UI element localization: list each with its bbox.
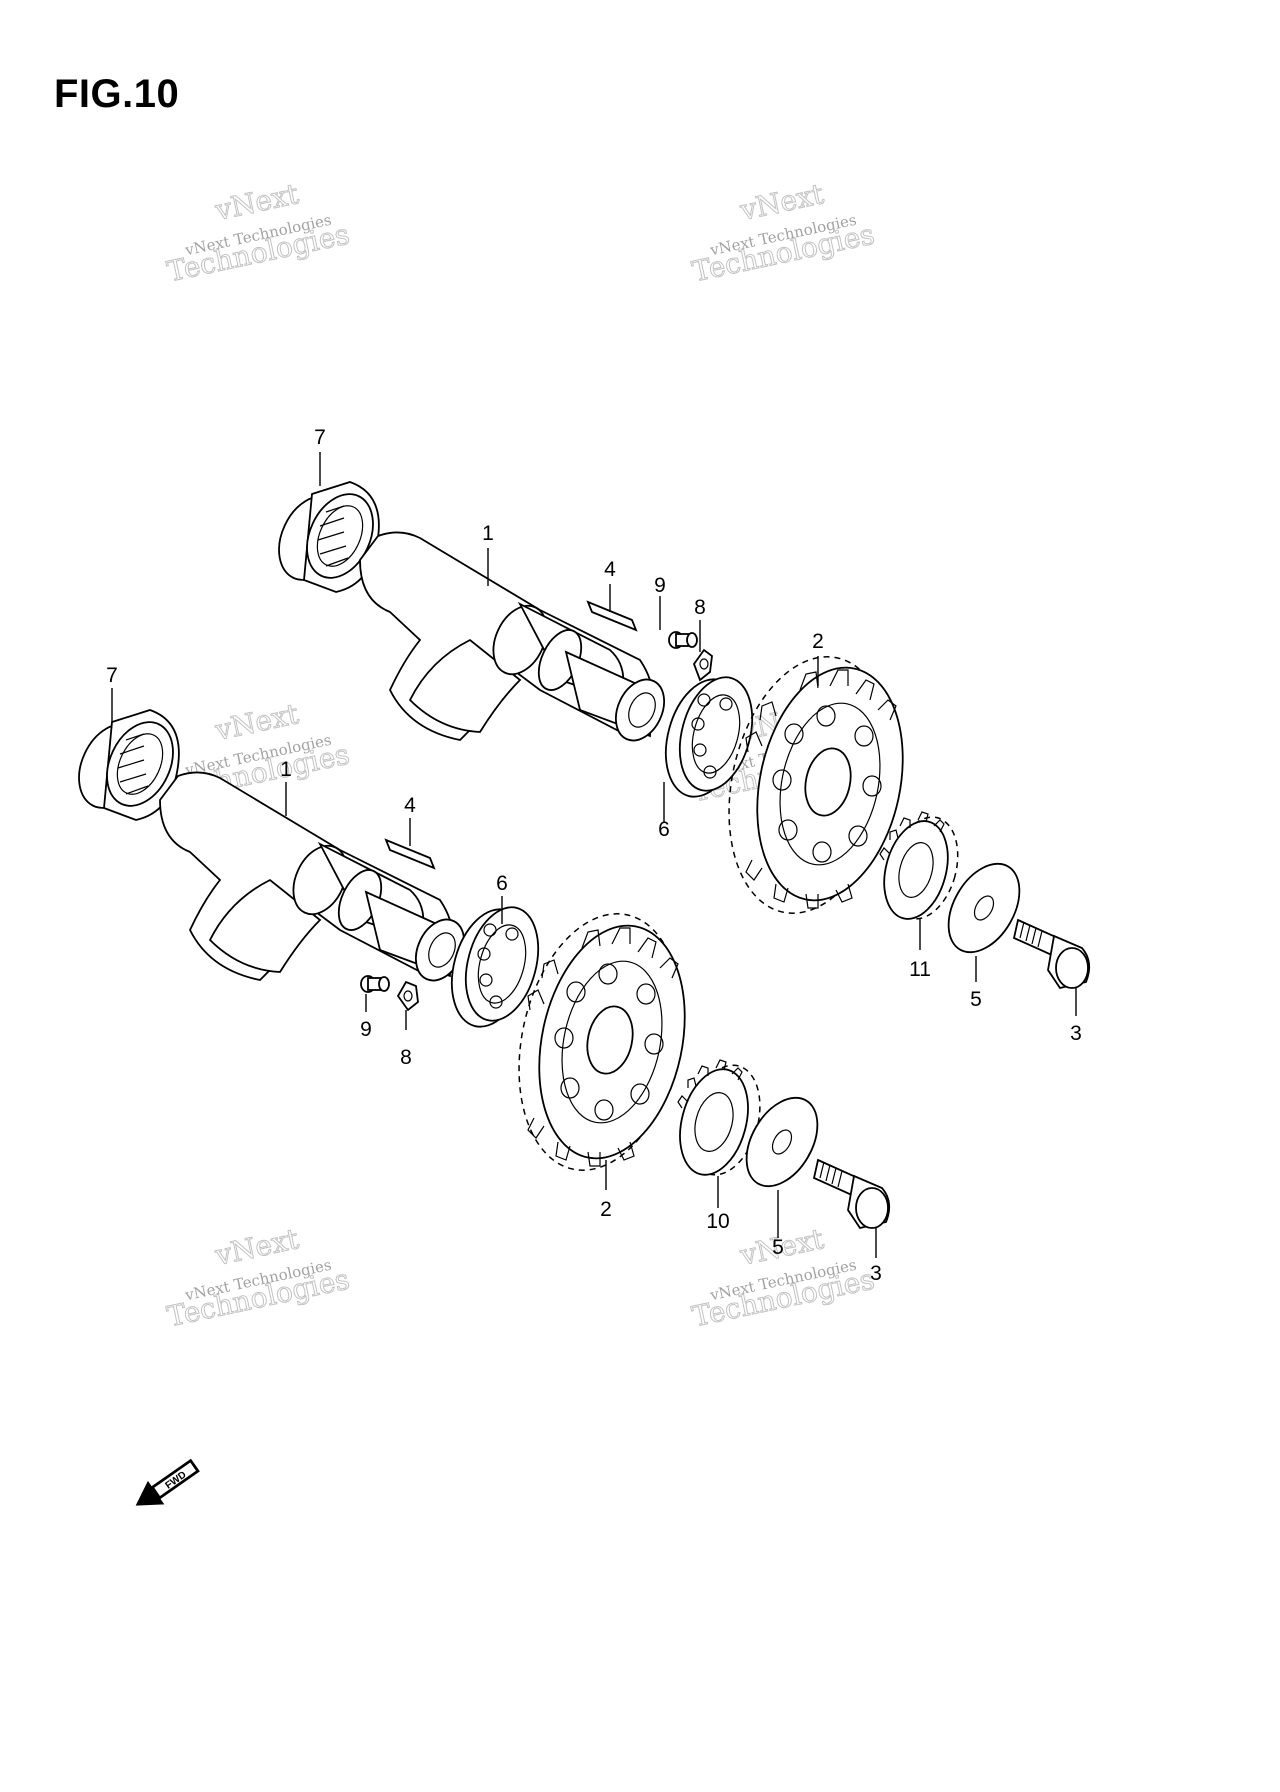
callout-5-upper: 5	[970, 988, 982, 1011]
callout-11-upper: 11	[909, 958, 931, 981]
balancer-shaft-lower	[159, 771, 465, 982]
callout-3-upper: 3	[1070, 1022, 1082, 1045]
key-upper	[586, 600, 638, 632]
callout-2-lower: 2	[600, 1198, 612, 1221]
watermark-bottom-left: vNext vNext Technologies Technologies	[164, 1222, 353, 1334]
screw-lower	[360, 975, 390, 993]
callout-6-lower: 6	[496, 872, 508, 895]
ball-bearing-lower	[451, 906, 540, 1028]
figure-title: FIG.10	[54, 72, 180, 116]
washer-lower	[745, 1096, 819, 1188]
callout-1-lower: 1	[280, 758, 292, 781]
callout-7-lower: 7	[106, 664, 118, 687]
ball-bearing-upper	[665, 676, 754, 798]
washer-upper	[947, 862, 1021, 954]
upper-assembly: 7 1 4 9 8 2 6 11 5 3	[278, 426, 1091, 1045]
callout-5-lower: 5	[772, 1236, 784, 1259]
screw-upper	[668, 631, 698, 649]
callout-8-lower: 8	[400, 1046, 412, 1069]
forward-arrow-icon: FWD	[135, 1458, 200, 1506]
small-gear-upper	[879, 811, 959, 920]
callout-7-upper: 7	[314, 426, 326, 449]
callout-4-lower: 4	[404, 794, 416, 817]
callout-9-lower: 9	[360, 1018, 372, 1041]
callout-9-upper: 9	[654, 574, 666, 597]
needle-bearing-lower	[78, 709, 180, 821]
driven-gear-lower	[518, 913, 686, 1171]
needle-bearing-upper	[278, 481, 380, 593]
plate-upper	[692, 648, 713, 682]
callout-1-upper: 1	[482, 522, 494, 545]
balancer-shaft-upper	[359, 531, 665, 742]
bolt-lower	[812, 1158, 891, 1230]
callout-10-lower: 10	[706, 1210, 729, 1233]
driven-gear-upper	[728, 656, 904, 914]
watermark-top-left: vNext vNext Technologies Technologies	[164, 177, 353, 289]
watermark-top-center: vNext vNext Technologies Technologies	[689, 177, 878, 289]
callout-3-lower: 3	[870, 1262, 882, 1285]
key-lower	[384, 838, 436, 870]
callout-4-upper: 4	[604, 558, 616, 581]
callout-2-upper: 2	[812, 630, 824, 653]
lower-assembly: 7 1 4 6 9 8 2 10 5 3	[78, 664, 891, 1285]
callout-8-upper: 8	[694, 596, 706, 619]
plate-lower	[396, 980, 419, 1012]
callout-6-upper: 6	[658, 818, 670, 841]
bolt-upper	[1012, 918, 1091, 990]
